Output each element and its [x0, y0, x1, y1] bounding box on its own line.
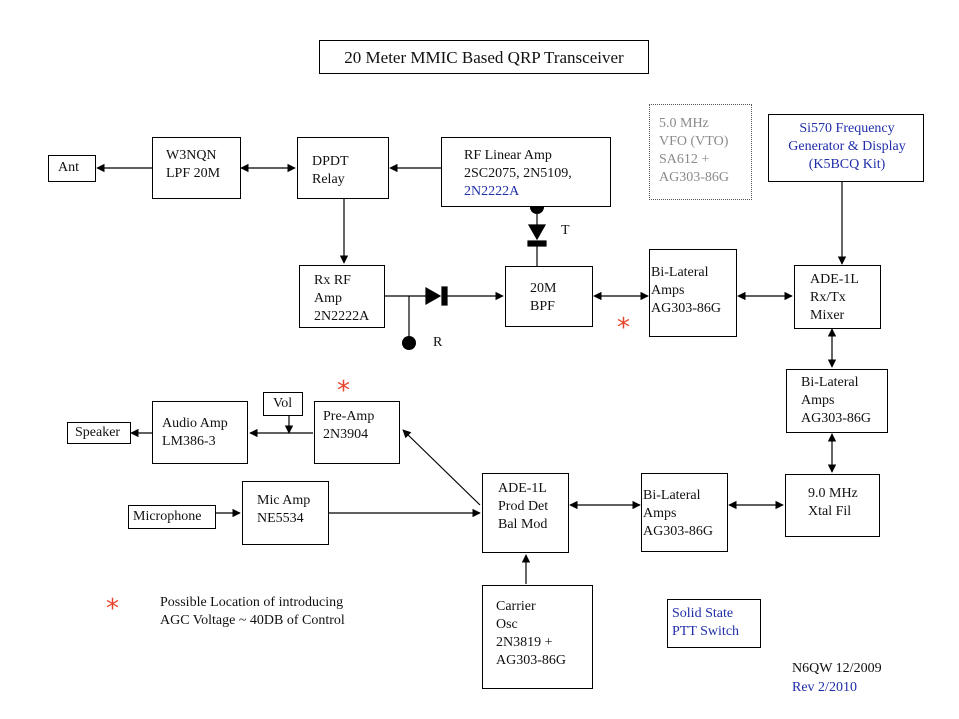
agc-star-marker-1: * — [617, 313, 630, 343]
tx-diode-symbol — [527, 224, 547, 247]
bpf-label: 20M BPF — [530, 281, 557, 314]
carrier-osc-label: Carrier Osc 2N3819 + AG303-86G — [496, 599, 566, 668]
author-date: N6QW 12/2009 — [792, 661, 882, 676]
si570-block: Si570 Frequency Generator & Display (K5B… — [768, 114, 924, 182]
bpf-block: 20M BPF — [505, 266, 593, 327]
microphone-label: Microphone — [133, 509, 202, 524]
pre-amp-label: Pre-Amp 2N3904 — [323, 409, 375, 442]
bilateral-amps-2-label: Bi-Lateral Amps AG303-86G — [801, 375, 871, 426]
rx-rf-amp-label: Rx RF Amp 2N2222A — [314, 273, 370, 324]
page-title: 20 Meter MMIC Based QRP Transceiver — [319, 40, 649, 74]
rf-linear-amp-block: RF Linear Amp 2SC2075, 2N5109, 2N2222A — [441, 137, 611, 207]
r-label: R — [433, 335, 443, 350]
agc-star-marker-2: * — [337, 376, 350, 406]
audio-amp-label: Audio Amp LM386-3 — [162, 416, 228, 449]
bilateral-amps-1-block: Bi-Lateral Amps AG303-86G — [649, 249, 737, 337]
mic-amp-label: Mic Amp NE5534 — [257, 493, 311, 526]
agc-note: Possible Location of introducing AGC Vol… — [160, 595, 345, 628]
rx-rf-amp-block: Rx RF Amp 2N2222A — [299, 265, 385, 328]
wire-proddet-preamp — [402, 429, 481, 506]
ptt-switch-label: Solid State PTT Switch — [672, 606, 740, 639]
dpdt-relay-label: DPDT Relay — [312, 154, 349, 187]
volume-box: Vol — [263, 392, 303, 416]
bilateral-amps-2-block: Bi-Lateral Amps AG303-86G — [786, 369, 888, 433]
pre-amp-block: Pre-Amp 2N3904 — [314, 401, 400, 464]
antenna-label: Ant — [58, 160, 79, 175]
mixer-label: ADE-1L Rx/Tx Mixer — [810, 272, 859, 323]
bilateral-amps-1-label: Bi-Lateral Amps AG303-86G — [651, 265, 721, 316]
xtal-filter-label: 9.0 MHz Xtal Fil — [808, 486, 858, 519]
ptt-switch-block: Solid State PTT Switch — [667, 599, 761, 648]
lpf-label: W3NQN LPF 20M — [166, 148, 221, 181]
rx-diode-symbol — [425, 286, 448, 306]
rf-linear-amp-line3: 2N2222A — [464, 184, 520, 199]
antenna-box: Ant — [48, 155, 96, 182]
carrier-osc-block: Carrier Osc 2N3819 + AG303-86G — [482, 585, 593, 689]
xtal-filter-block: 9.0 MHz Xtal Fil — [785, 474, 880, 537]
r-test-point — [402, 336, 416, 350]
vfo-label: 5.0 MHz VFO (VTO) SA612 + AG303-86G — [659, 116, 729, 185]
audio-amp-block: Audio Amp LM386-3 — [152, 401, 248, 464]
dpdt-relay-block: DPDT Relay — [297, 137, 389, 199]
product-detector-block: ADE-1L Prod Det Bal Mod — [482, 473, 569, 553]
note-star-marker: * — [106, 594, 119, 624]
speaker-label: Speaker — [75, 425, 121, 440]
product-detector-label: ADE-1L Prod Det Bal Mod — [498, 481, 549, 532]
lpf-block: W3NQN LPF 20M — [152, 137, 241, 199]
t-label: T — [561, 223, 570, 238]
volume-label: Vol — [273, 396, 293, 411]
speaker-box: Speaker — [67, 422, 131, 444]
microphone-box: Microphone — [128, 505, 216, 529]
revision-date: Rev 2/2010 — [792, 680, 857, 695]
rf-linear-amp-line2: 2SC2075, 2N5109, — [464, 166, 572, 181]
mixer-block: ADE-1L Rx/Tx Mixer — [794, 265, 881, 329]
bilateral-amps-3-block: Bi-Lateral Amps AG303-86G — [641, 473, 728, 552]
vfo-block: 5.0 MHz VFO (VTO) SA612 + AG303-86G — [649, 104, 752, 200]
bilateral-amps-3-label: Bi-Lateral Amps AG303-86G — [643, 488, 713, 539]
rf-linear-amp-line1: RF Linear Amp — [464, 148, 552, 163]
mic-amp-block: Mic Amp NE5534 — [242, 481, 329, 545]
si570-label: Si570 Frequency Generator & Display (K5B… — [788, 121, 906, 172]
